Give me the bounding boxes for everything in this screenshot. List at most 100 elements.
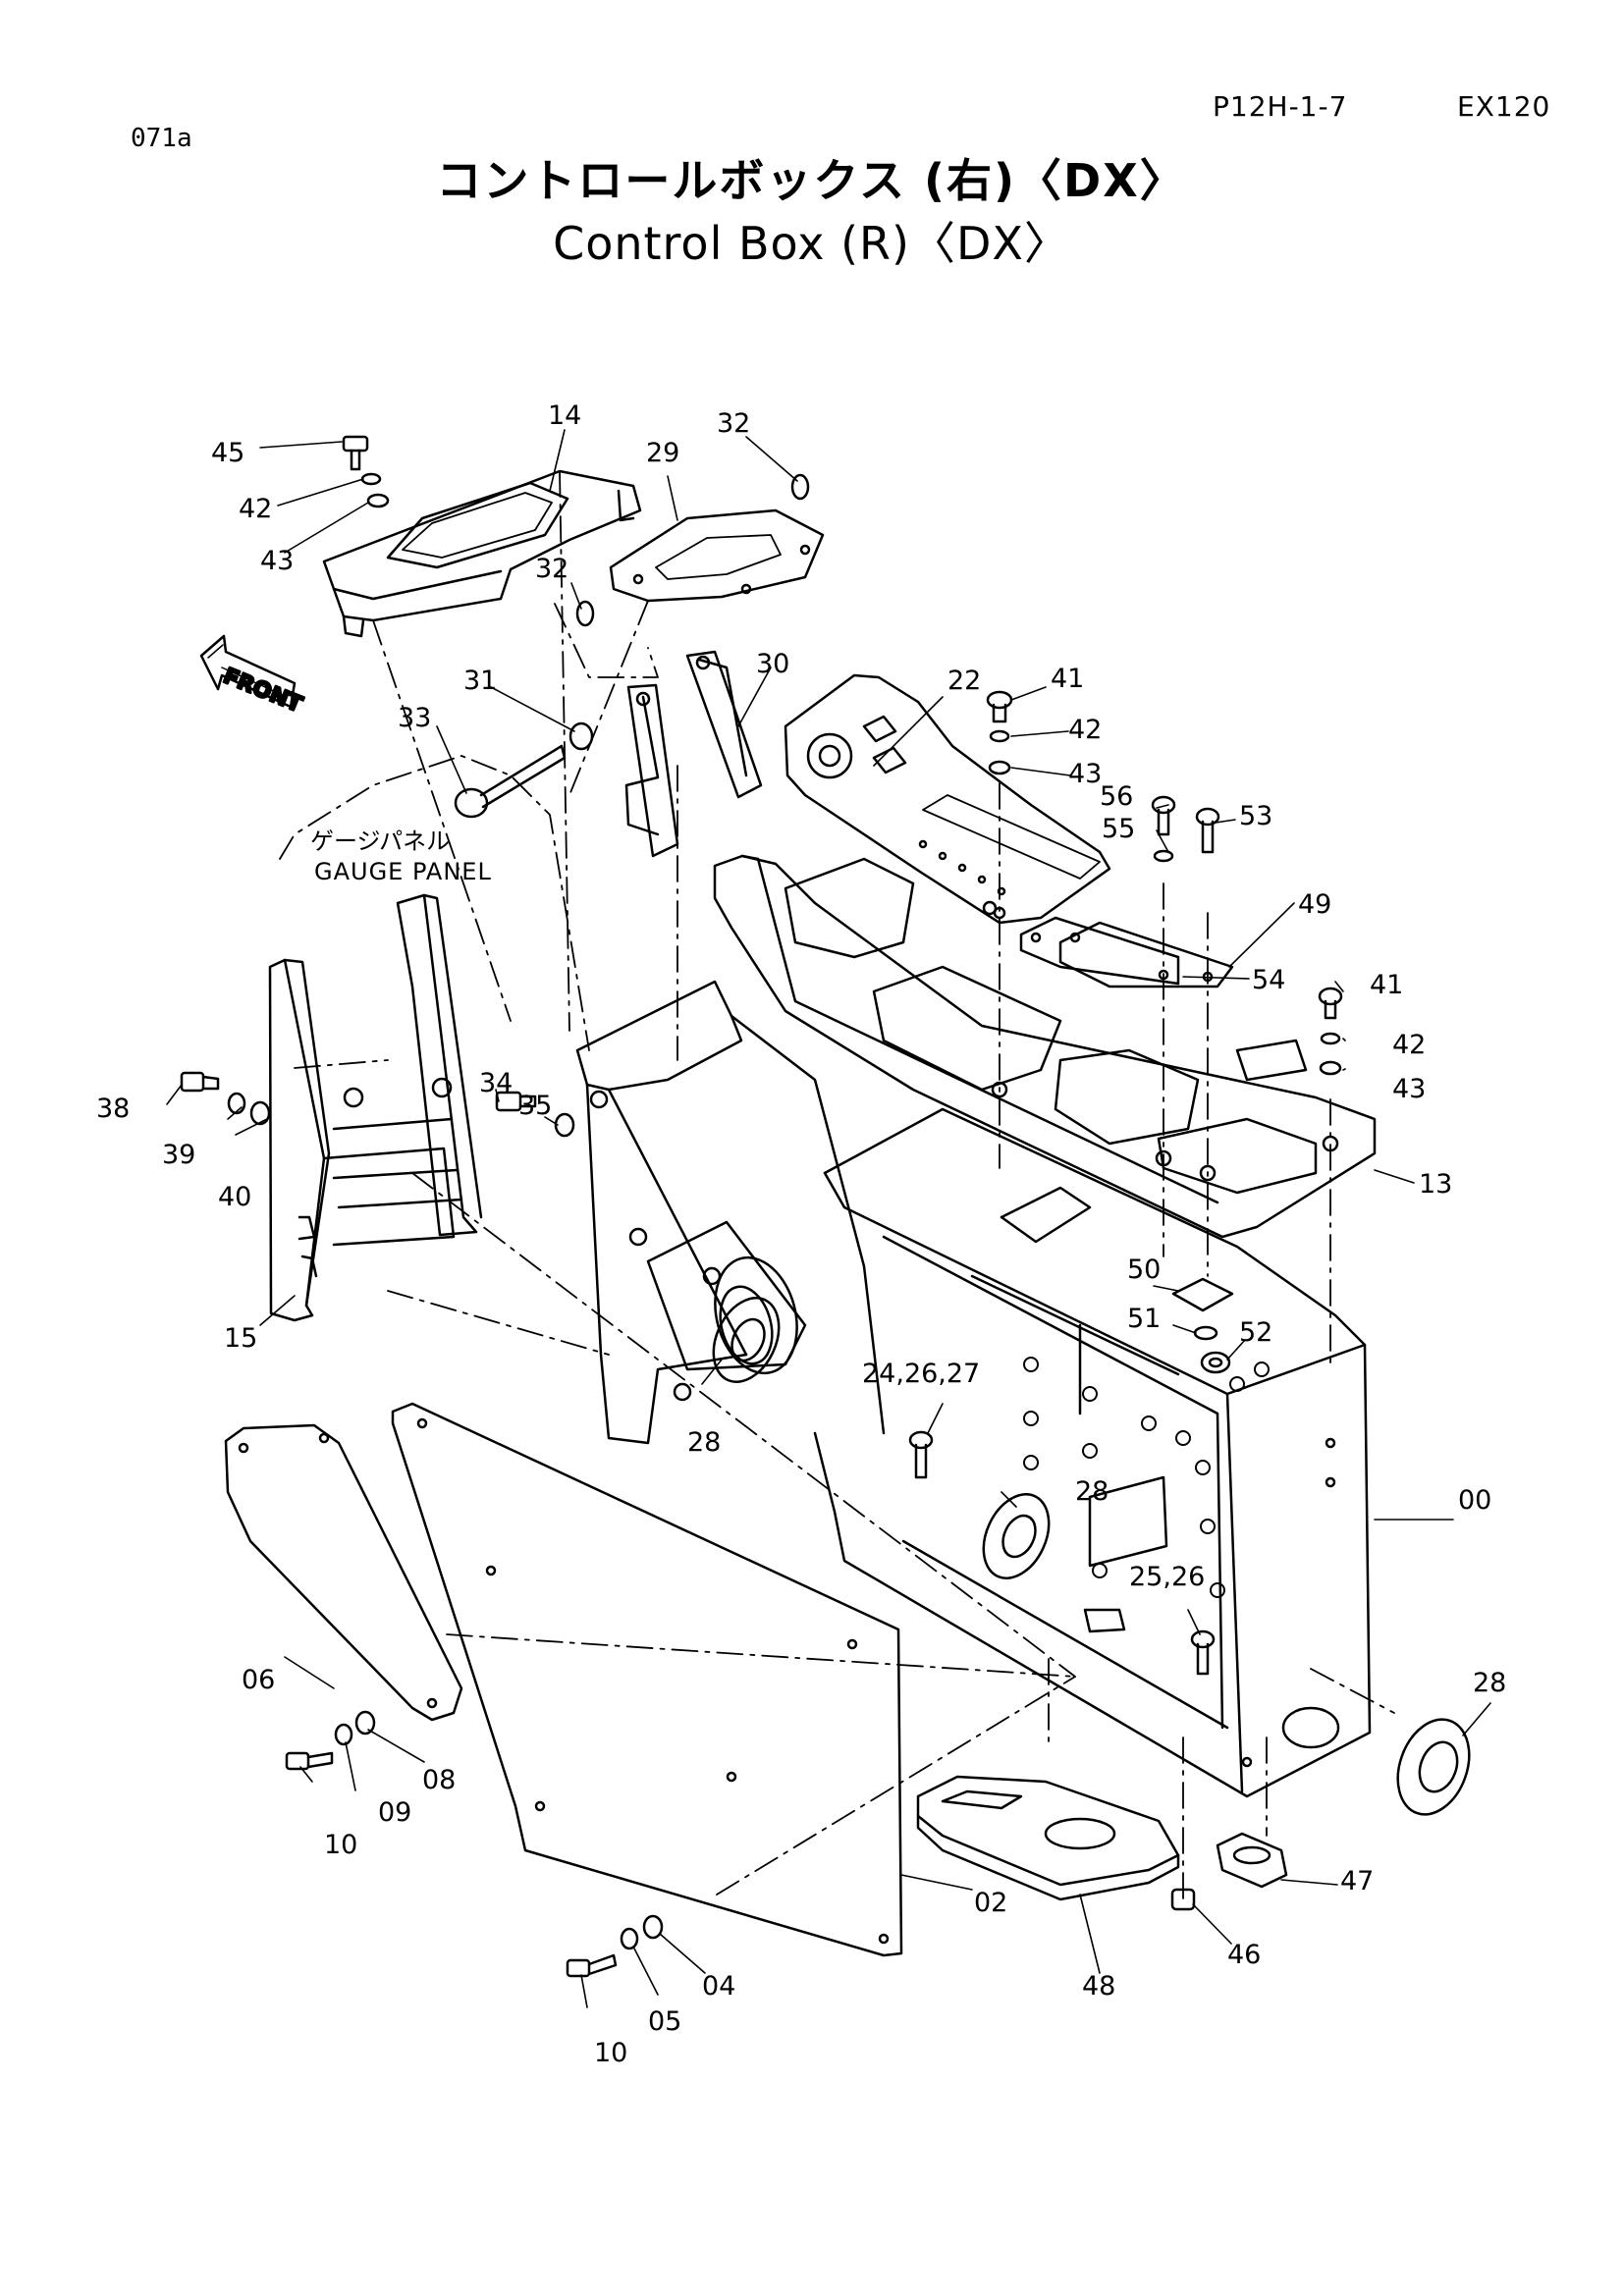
part-label-55: 55 xyxy=(1102,814,1135,844)
part-label-00: 00 xyxy=(1458,1485,1491,1516)
bushing-47 xyxy=(1216,1832,1288,1889)
part-label-33: 33 xyxy=(398,703,431,733)
grommet-28b xyxy=(982,1493,1051,1579)
part-label-10: 10 xyxy=(594,2038,627,2068)
bolt-33 xyxy=(454,744,567,819)
washer-39 xyxy=(227,1092,246,1115)
page-code: P12H-1-7 xyxy=(1213,90,1348,123)
side-plate-06 xyxy=(224,1423,463,1722)
front-label: FRONT xyxy=(220,664,305,718)
part-label-05: 05 xyxy=(648,2006,681,2037)
gauge-panel-boundary xyxy=(279,755,590,1051)
part-label-42: 42 xyxy=(1392,1030,1426,1060)
part-label-49: 49 xyxy=(1298,889,1331,920)
part-label-38: 38 xyxy=(96,1094,130,1124)
part-label-04: 04 xyxy=(702,1971,735,2002)
part-label-40: 40 xyxy=(218,1182,251,1212)
title-english: Control Box (R)〈DX〉 xyxy=(553,217,1070,270)
bracket-30 xyxy=(624,650,763,858)
part-label-54: 54 xyxy=(1252,965,1285,995)
part-label-46: 46 xyxy=(1227,1940,1261,1970)
washer-05 xyxy=(620,1927,639,1950)
gauge-panel-15 xyxy=(268,893,483,1322)
cover-50 xyxy=(1171,1277,1234,1312)
main-frame-00 xyxy=(813,1107,1372,1798)
part-label-24-26-27: 24,26,27 xyxy=(862,1359,980,1389)
part-label-30: 30 xyxy=(756,649,789,679)
side-bracket xyxy=(575,980,886,1445)
part-label-09: 09 xyxy=(378,1797,411,1828)
gauge-panel-label-en: GAUGE PANEL xyxy=(314,858,492,885)
part-label-50: 50 xyxy=(1127,1255,1161,1285)
part-label-35: 35 xyxy=(518,1091,552,1121)
washer-40 xyxy=(249,1100,271,1126)
part-label-32: 32 xyxy=(717,408,750,439)
lock-washer-42c xyxy=(1320,1032,1341,1045)
part-label-48: 48 xyxy=(1082,1971,1115,2002)
part-label-28: 28 xyxy=(687,1427,721,1458)
part-label-43: 43 xyxy=(1392,1074,1426,1104)
bolt-41b xyxy=(1318,987,1343,1020)
cover-49 xyxy=(1058,921,1234,988)
washer-32b xyxy=(575,600,595,627)
washer-35 xyxy=(554,1112,575,1138)
washer-31 xyxy=(568,721,594,751)
bolt-53 xyxy=(1195,807,1220,854)
frame-nuts xyxy=(1023,1357,1270,1598)
part-label-15: 15 xyxy=(224,1323,257,1354)
part-label-13: 13 xyxy=(1419,1169,1452,1200)
bolt-56 xyxy=(1151,795,1176,836)
part-label-52: 52 xyxy=(1239,1317,1272,1348)
grommet-28c xyxy=(1396,1718,1471,1816)
part-label-29: 29 xyxy=(646,438,679,468)
bolt-25 xyxy=(1190,1629,1216,1676)
bolt-38 xyxy=(180,1071,220,1093)
bolt-10a xyxy=(285,1751,334,1771)
washer-43c xyxy=(1319,1060,1342,1076)
side-cover-02 xyxy=(391,1402,903,1957)
part-label-14: 14 xyxy=(548,400,581,431)
front-arrow-icon: FRONT xyxy=(199,634,306,719)
part-label-22: 22 xyxy=(947,666,981,696)
console-plate-13 xyxy=(713,854,1377,1239)
collar-46 xyxy=(1170,1888,1196,1911)
part-label-47: 47 xyxy=(1340,1866,1374,1896)
base-plate-48 xyxy=(916,1775,1180,1901)
part-label-53: 53 xyxy=(1239,801,1272,831)
part-label-10: 10 xyxy=(324,1830,357,1860)
part-label-45: 45 xyxy=(211,438,244,468)
switch-panel-22 xyxy=(784,673,1111,925)
washer-08 xyxy=(354,1710,376,1735)
washer-09 xyxy=(334,1723,353,1746)
figure-number: 071a xyxy=(131,124,192,153)
part-label-42: 42 xyxy=(1068,715,1102,745)
top-cover-14 xyxy=(322,469,642,638)
bolt-34 xyxy=(495,1091,537,1112)
title-japanese: コントロールボックス (右)〈DX〉 xyxy=(436,154,1187,207)
washer-55 xyxy=(1153,849,1174,863)
part-label-41: 41 xyxy=(1051,664,1084,694)
bolt-10b xyxy=(566,1953,618,1978)
lock-washer-42b xyxy=(989,729,1010,743)
washer-51 xyxy=(1193,1325,1218,1341)
part-label-34: 34 xyxy=(479,1068,513,1098)
model-code: EX120 xyxy=(1457,90,1551,123)
cover-54 xyxy=(1019,916,1180,986)
part-label-06: 06 xyxy=(242,1665,275,1695)
part-label-28: 28 xyxy=(1473,1668,1506,1698)
washer-43a xyxy=(366,493,390,508)
part-label-51: 51 xyxy=(1127,1304,1161,1334)
gauge-panel-label-ja: ゲージパネル xyxy=(310,828,450,855)
washer-32a xyxy=(790,473,810,501)
collar-52 xyxy=(1200,1351,1231,1374)
part-label-42: 42 xyxy=(239,494,272,524)
part-label-41: 41 xyxy=(1370,970,1403,1000)
part-label-08: 08 xyxy=(422,1765,456,1795)
part-label-39: 39 xyxy=(162,1140,195,1170)
part-label-28: 28 xyxy=(1075,1476,1109,1507)
part-labels: 45 42 43 14 29 32 32 31 33 30 22 41 42 4… xyxy=(96,400,1506,2068)
washer-04 xyxy=(642,1914,664,1940)
part-label-43: 43 xyxy=(1068,759,1102,789)
bolt-41a xyxy=(986,690,1013,723)
